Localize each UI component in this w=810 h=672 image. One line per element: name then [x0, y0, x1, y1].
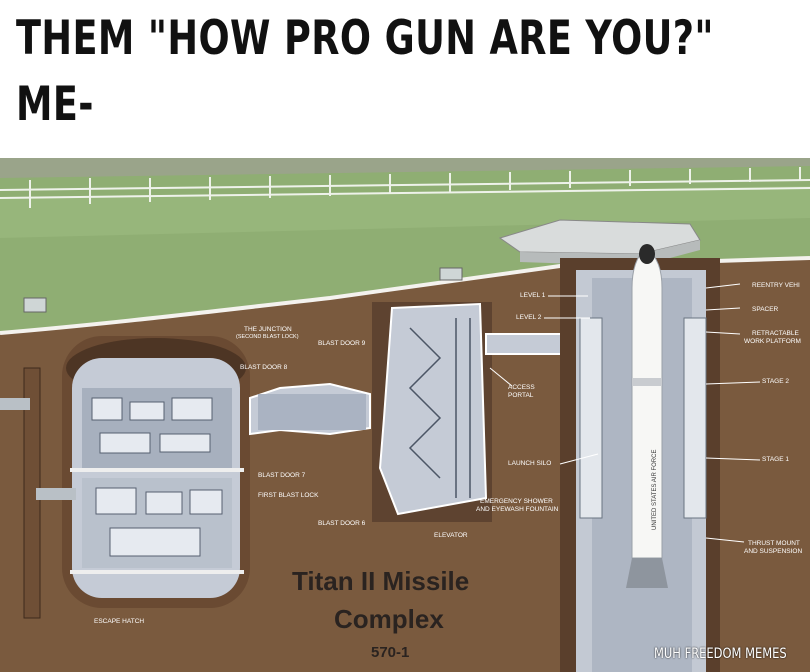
label-blast-door-6: BLAST DOOR 6 — [318, 520, 366, 527]
label-stage-2: STAGE 2 — [762, 378, 789, 385]
label-level-1: LEVEL 1 — [520, 292, 546, 299]
label-spacer: SPACER — [752, 306, 779, 313]
label-stage-1: STAGE 1 — [762, 456, 789, 463]
label-access-portal-2: PORTAL — [508, 392, 534, 399]
missile-complex-illustration: LEVEL 1 LEVEL 2 THE JUNCTION (SECOND BLA… — [0, 158, 810, 672]
label-blast-door-9: BLAST DOOR 9 — [318, 340, 366, 347]
watermark: MUH FREEDOM MEMES — [654, 646, 787, 662]
label-emergency-1: EMERGENCY SHOWER — [480, 498, 553, 505]
label-second-blast-lock: (SECOND BLAST LOCK) — [236, 334, 299, 340]
label-reentry: REENTRY VEHI — [752, 282, 800, 289]
label-access-portal-1: ACCESS — [508, 384, 535, 391]
label-blast-door-8: BLAST DOOR 8 — [240, 364, 288, 371]
diagram-number: 570-1 — [371, 644, 410, 661]
label-level-2: LEVEL 2 — [516, 314, 542, 321]
label-emergency-2: AND EYEWASH FOUNTAIN — [476, 506, 559, 513]
label-launch-silo: LAUNCH SILO — [508, 460, 552, 467]
missile-lettering: UNITED STATES AIR FORCE — [652, 449, 658, 530]
label-junction: THE JUNCTION — [244, 326, 292, 333]
label-blast-door-7: BLAST DOOR 7 — [258, 472, 306, 479]
diagram-title-line-1: Titan II Missile — [292, 566, 470, 596]
caption-line-2: ME- — [16, 77, 94, 132]
cutaway-drawing — [0, 158, 810, 672]
label-escape-hatch: ESCAPE HATCH — [94, 618, 145, 625]
caption-line-1: THEM "HOW PRO GUN ARE YOU?" — [16, 11, 714, 66]
label-elevator: ELEVATOR — [434, 532, 468, 539]
diagram-title-line-2: Complex — [334, 604, 444, 634]
label-retractable-1: RETRACTABLE — [752, 330, 799, 337]
label-thrust-2: AND SUSPENSION — [744, 548, 803, 555]
label-retractable-2: WORK PLATFORM — [744, 338, 801, 345]
meme-caption: THEM "HOW PRO GUN ARE YOU?" ME- — [16, 6, 806, 138]
label-thrust-1: THRUST MOUNT — [748, 540, 800, 547]
label-first-blast-lock: FIRST BLAST LOCK — [258, 492, 319, 499]
